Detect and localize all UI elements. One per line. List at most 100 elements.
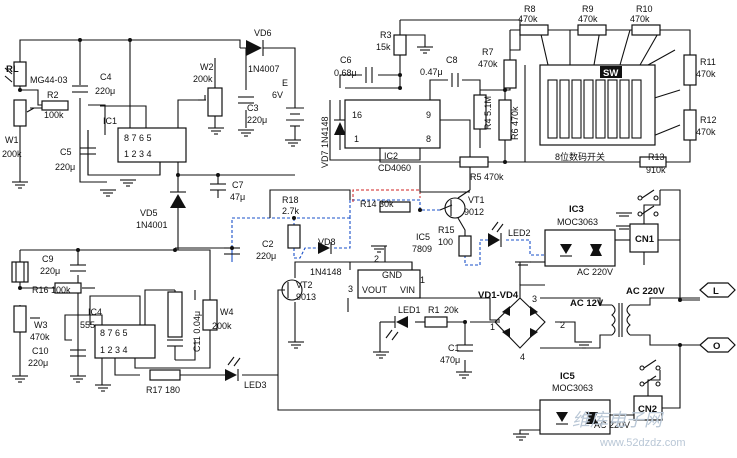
label-ac2: AC 220V (594, 420, 630, 430)
r11-resistor (683, 54, 697, 86)
label-r18v: 2.7k (282, 206, 300, 216)
dip-switch (539, 64, 656, 146)
label-r4: R4 5.1M (483, 96, 493, 130)
label-c4v: 220μ (95, 86, 115, 96)
label-vt1: VT1 (468, 195, 485, 205)
label-r9: R9 (582, 4, 594, 14)
label-r14: R14 30k (360, 199, 394, 209)
label-vd14: VD1-VD4 (478, 290, 519, 301)
label-pin3: 3 (348, 284, 353, 294)
ground-symbols (12, 46, 632, 441)
r10-resistor (631, 24, 661, 36)
label-ic2-p9: 9 (426, 110, 431, 120)
mains-terminals (699, 282, 736, 353)
label-vd7: VD7 1N4148 (320, 116, 330, 168)
c3-capacitor (238, 96, 254, 104)
label-r2v: 100k (44, 110, 64, 120)
label-r12: R12 (700, 115, 717, 125)
watermark: 维库电子网 www.52dzdz.com (572, 410, 686, 449)
label-r7v: 470k (478, 59, 498, 69)
label-vd5v: 1N4001 (136, 220, 168, 230)
sw-label-box (600, 66, 622, 78)
label-c11: C11 0.04μ (192, 311, 202, 352)
label-ev: 6V (272, 90, 283, 100)
r18-resistor (287, 224, 301, 249)
r7-resistor (503, 59, 517, 89)
label-w3: W3 (34, 320, 48, 330)
label-ic1-top: 8 7 6 5 (124, 133, 152, 143)
r13-resistor (639, 156, 667, 168)
transformer (611, 303, 631, 337)
label-c5v: 220μ (55, 162, 75, 172)
oscillator-section (11, 249, 278, 385)
r14-resistor (379, 201, 411, 213)
label-c8v: 0.47μ (420, 67, 443, 77)
label-w1: W1 (5, 135, 19, 145)
label-ic3v: MOC3063 (557, 217, 598, 227)
label-r10: R10 (636, 4, 653, 14)
label-vt1v: 9012 (464, 207, 484, 217)
cn2-connector (633, 395, 663, 421)
label-ic2v: CD4060 (378, 163, 411, 173)
label-ic2-p8: 8 (426, 134, 431, 144)
vt2-transistor (281, 279, 303, 301)
label-ic2-p1: 1 (354, 134, 359, 144)
label-led2: LED2 (508, 228, 531, 238)
led3-diode (225, 356, 241, 381)
ic4-chip (94, 324, 156, 359)
label-w1v: 200k (2, 149, 22, 159)
label-c3: C3 (247, 103, 259, 113)
watermark-url: www.52dzdz.com (599, 437, 686, 449)
relay-2-section (519, 345, 681, 435)
label-ac12: AC 12V (570, 298, 604, 309)
label-c7: C7 (232, 180, 244, 190)
label-c10v: 220μ (28, 358, 48, 368)
label-ic5bv: MOC3063 (552, 383, 593, 393)
label-l: L (713, 286, 719, 297)
label-r3v: 15k (376, 42, 391, 52)
dip-switch-section (503, 24, 697, 168)
label-e: E (282, 78, 288, 88)
r5-resistor (459, 156, 489, 168)
label-r16: R16 100k (32, 285, 71, 295)
battery-e (286, 100, 304, 140)
vt1-transistor (444, 197, 466, 219)
ic3-optocoupler (544, 229, 616, 267)
label-ac1: AC 220V (577, 267, 613, 277)
vd6-diode (240, 40, 275, 56)
switch-1-contacts (637, 189, 659, 217)
label-vout: VOUT (362, 285, 388, 295)
label-c6v: 0.68μ (334, 68, 357, 78)
label-w4: W4 (220, 307, 234, 317)
label-cn2: CN2 (638, 404, 657, 415)
label-c9: C9 (42, 254, 54, 264)
label-b4: 4 (520, 352, 525, 362)
label-ic2-p16: 16 (352, 110, 362, 120)
r1-resistor (424, 316, 448, 328)
label-c1: C1 (448, 343, 460, 353)
label-vt2v: 9013 (296, 292, 316, 302)
label-r13v: 910k (646, 165, 666, 175)
label-c9v: 220μ (40, 266, 60, 276)
label-sw-caption: 8位数码开关 (555, 151, 605, 162)
label-r18: R18 (282, 195, 299, 205)
r6-resistor (498, 99, 512, 141)
label-ic4-bot: 1 2 3 4 (100, 345, 128, 355)
label-led1: LED1 (398, 305, 421, 315)
vd5-diode (170, 175, 186, 250)
ic5-optocoupler (539, 399, 611, 435)
label-c2v: 220μ (256, 251, 276, 261)
label-vin: VIN (400, 285, 415, 295)
label-ic2: IC2 (384, 151, 398, 161)
r16-resistor (54, 282, 82, 294)
label-sw: SW (603, 68, 618, 79)
r12-resistor (683, 109, 697, 141)
junction-dots (18, 38, 682, 347)
label-vd8: VD8 (318, 237, 336, 247)
driver-section (175, 165, 545, 266)
label-r1v: 20k (444, 305, 459, 315)
r2-resistor (41, 100, 69, 111)
label-vd6v: 1N4007 (248, 64, 280, 74)
